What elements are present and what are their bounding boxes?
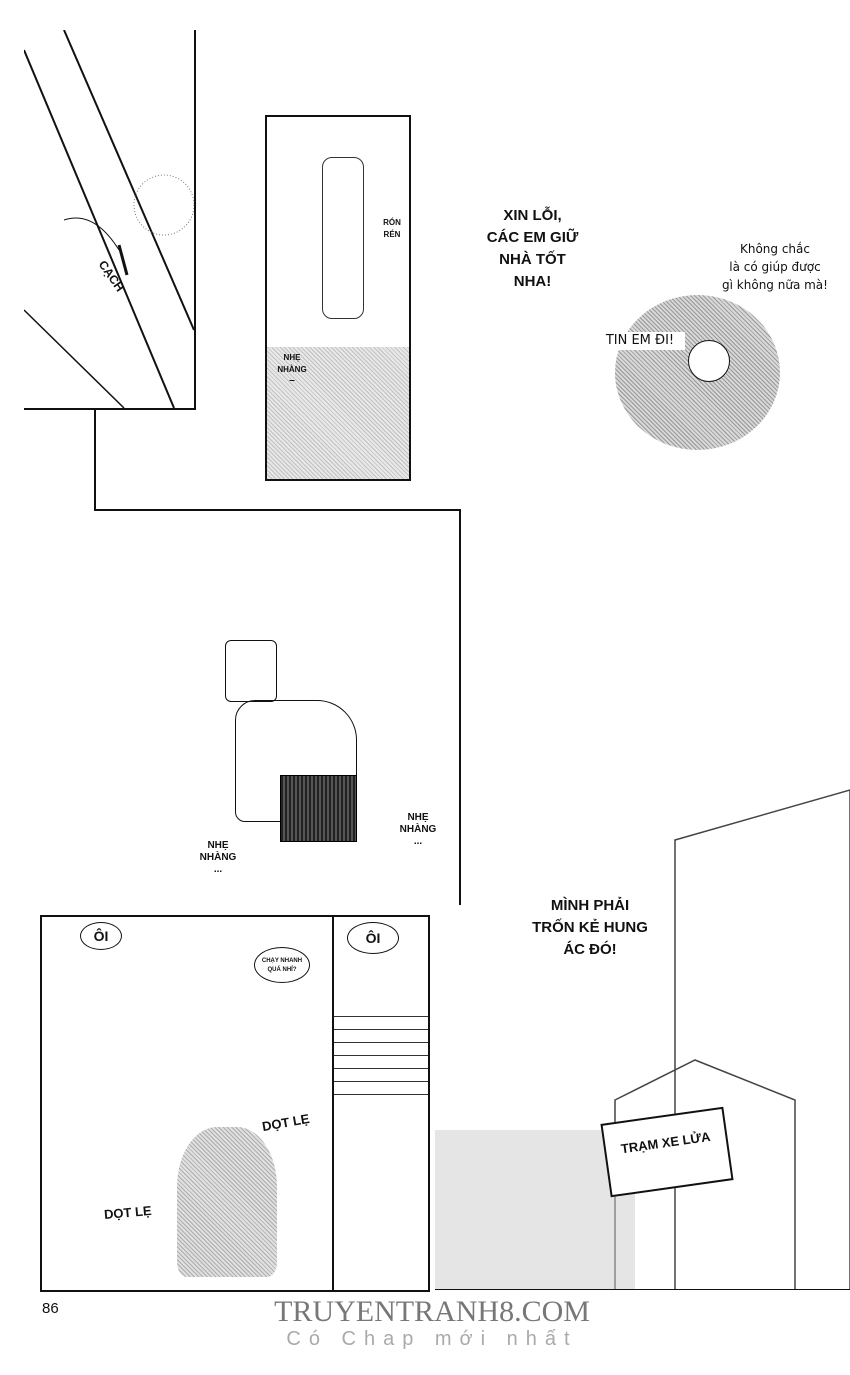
running-man-blur [177,1127,277,1277]
oi-left-text: ÔI [93,928,109,944]
bubble-chay-nhanh: CHẠY NHANH QUÁ NHỈ? [254,947,310,983]
shout-tin-em-di: TIN EM ĐI! [595,332,685,350]
speech-line: ÁC ĐÓ! [563,941,617,958]
thought-text: Không chắc là có giúp được gì không nữa … [705,240,845,294]
bubble-oi-left: ÔI [80,922,122,950]
thought-line: là có giúp được [729,260,821,274]
sfx-nhe-nhang-right: NHẸ NHÀNG ... [398,812,438,848]
sfx-dot-le-1: DỌT LẸ [260,1110,311,1135]
oi-right-text: ÔI [365,930,381,946]
speech-line: XIN LỖI, [503,207,562,224]
sfx-line: NHÀNG [199,852,237,863]
station-building [435,789,850,1290]
station-panel: TRẠM XE LỬA [435,760,850,1290]
station-sign-text: TRẠM XE LỬA [619,1128,712,1157]
speech-minh-phai: MÌNH PHẢI TRỐN KẺ HUNG ÁC ĐÓ! [515,895,665,961]
panel-stairs: RÓN RÉN NHẸ NHÀNG – [265,115,411,481]
watermark-tagline: Có Chap mới nhất [286,1328,578,1350]
sfx-dot-le-2: DỌT LẸ [103,1202,153,1223]
bubble-line: QUÁ NHỈ? [267,967,297,973]
sfx-line: ... [213,864,223,875]
brick-building [334,1007,428,1107]
thought-line: Không chắc [739,242,810,256]
sfx-ron-ren: RÓN RÉN [383,218,401,239]
chibi-mascot-face [688,340,730,382]
briefcase [280,775,357,842]
speech-line: NHÀ TỐT [499,251,566,268]
sfx-line: NHÀNG [399,824,437,835]
page-number: 86 [42,1300,59,1317]
speech-line: TRỐN KẺ HUNG [532,919,648,936]
sfx-nhe-nhang-left: NHẸ NHÀNG ... [198,840,238,876]
watermark-site: TRUYENTRANH8.COM [274,1295,590,1328]
bubble-line: CHẠY NHANH [261,958,303,964]
door-illustration [24,30,194,408]
thought-line: gì không nữa mà! [722,278,828,292]
bubble-oi-right: ÔI [347,922,399,954]
panel-door: CẠCH [24,30,196,410]
speech-line: CÁC EM GIỮ [486,229,579,246]
panel-street: ÔI ÔI CHẠY NHANH QUÁ NHỈ? DỌT LẸ DỌT LẸ [40,915,430,1292]
speech-line: MÌNH PHẢI [550,897,630,914]
sfx-dash: – [289,375,295,386]
sfx-line: NHẸ [407,812,429,823]
watermark: TRUYENTRANH8.COM Có Chap mới nhất [232,1296,632,1351]
speech-line: NHA! [513,273,552,290]
sfx-nhe-nhang: NHẸ NHÀNG [277,353,307,374]
cobblestone-ground [267,347,409,479]
sfx-line: ... [413,836,423,847]
sfx-line: NHẸ [207,840,229,851]
speech-xin-loi: XIN LỖI, CÁC EM GIỮ NHÀ TỐT NHA! [470,205,595,293]
running-man-figure [225,640,415,880]
characters-figure [322,157,364,319]
